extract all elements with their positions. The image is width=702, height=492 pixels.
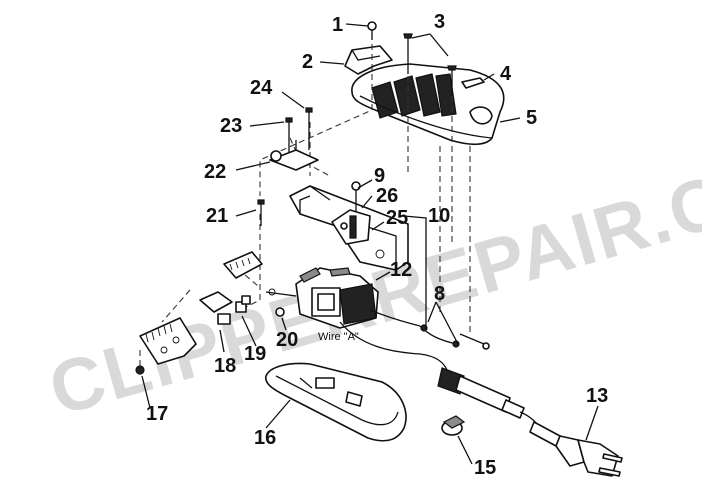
screw-part-24 [305, 107, 313, 150]
coil-assembly-part-12 [265, 267, 421, 329]
callout-5: 5 [526, 107, 537, 129]
callout-22: 22 [204, 161, 226, 183]
callout-2: 2 [302, 51, 313, 73]
wire-label: Wire "A" [318, 331, 359, 343]
callout-13: 13 [586, 385, 608, 407]
pivot-bracket-part-25 [331, 209, 371, 245]
callout-19: 19 [244, 343, 266, 365]
upper-blade-piece [223, 251, 263, 279]
callout-26: 26 [376, 185, 398, 207]
callout-8: 8 [434, 283, 445, 305]
bracket-part-22 [269, 140, 319, 171]
screw-part-23 [285, 117, 293, 152]
callout-20: 20 [276, 329, 298, 351]
bottom-housing-part-16 [265, 362, 407, 442]
callout-16: 16 [254, 427, 276, 449]
callout-numbers: 1 2 3 4 5 8 9 10 12 13 15 16 17 18 19 20… [146, 11, 608, 479]
leader-lines [141, 23, 599, 465]
spring-part-19 [235, 295, 251, 313]
top-housing-part-5 [351, 63, 505, 146]
callout-10: 10 [428, 205, 450, 227]
callout-21: 21 [206, 205, 228, 227]
screw-part-20 [268, 288, 285, 317]
cap-clip-part-2 [344, 45, 393, 75]
callout-23: 23 [220, 115, 242, 137]
screw-part-17 [135, 346, 145, 375]
callout-25: 25 [386, 207, 408, 229]
screws-parts-1-3 [367, 21, 457, 96]
callout-9: 9 [374, 165, 385, 187]
internal-wires [339, 321, 490, 373]
blade-assembly [139, 317, 197, 365]
callout-1: 1 [332, 14, 343, 36]
power-cord-part-13 [437, 367, 623, 477]
screw-part-21 [257, 199, 265, 226]
callout-12: 12 [390, 259, 412, 281]
blade-guide-part-18 [199, 291, 233, 325]
callout-4: 4 [500, 63, 512, 85]
callout-24: 24 [250, 77, 273, 99]
callout-15: 15 [474, 457, 496, 479]
callout-18: 18 [214, 355, 236, 377]
callout-17: 17 [146, 403, 168, 425]
small-key-part-4 [461, 77, 485, 89]
strain-relief-part-15 [441, 415, 466, 436]
callout-3: 3 [434, 11, 445, 33]
